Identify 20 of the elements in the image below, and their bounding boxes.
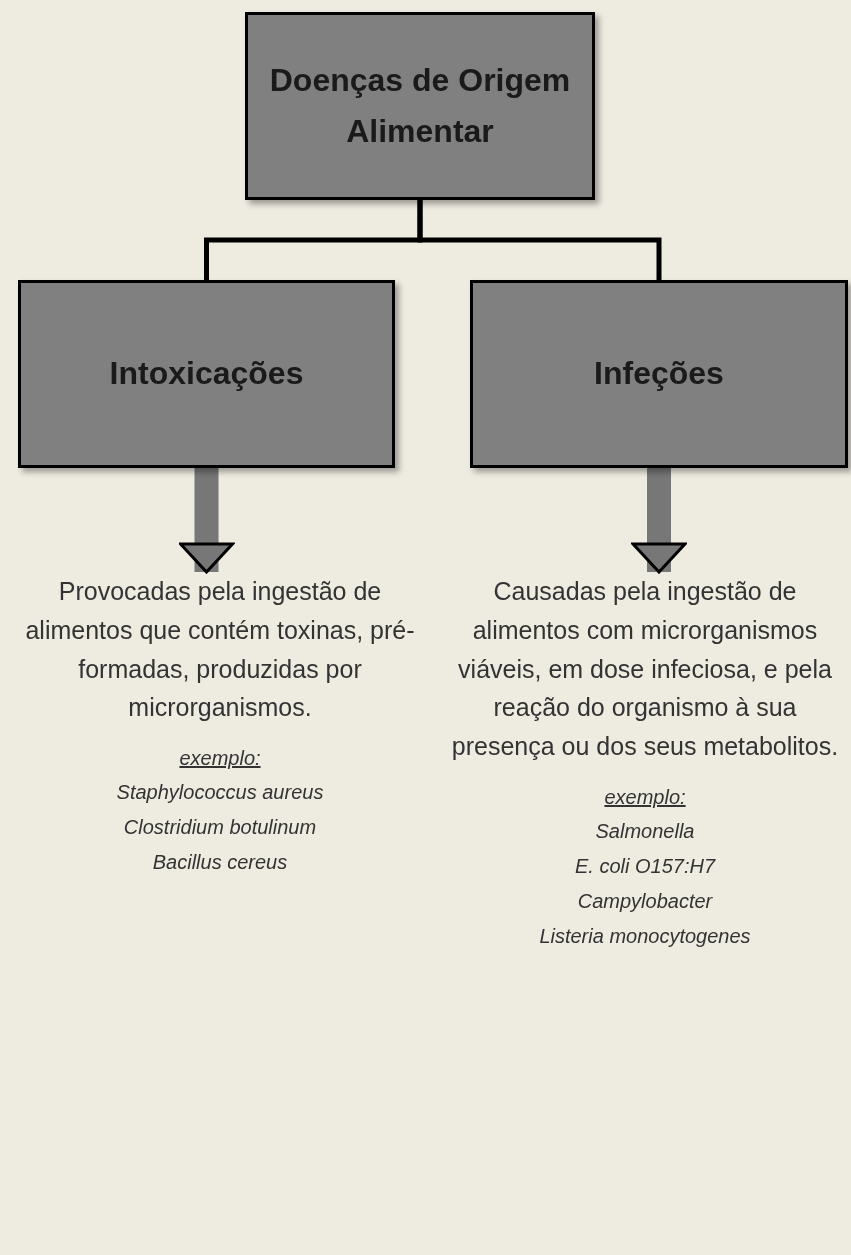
- box-title: Doenças de Origem Alimentar: [268, 60, 572, 151]
- example-organism: Clostridium botulinum: [122, 815, 318, 840]
- example-organism: Campylobacter: [576, 888, 714, 914]
- example-organism: E. coli O157:H7: [573, 853, 717, 879]
- example-organism: Staphylococcus aureus: [115, 780, 325, 805]
- description-text: Causadas pela ingestão de alimentos com microrganismos viáveis, em dose infeciosa, e pela reação do organismo à sua presença ou dos seus metabolitos.: [450, 576, 840, 762]
- example-organism: Salmonella: [594, 818, 696, 844]
- process-box: [470, 280, 848, 468]
- process-box: [245, 12, 595, 200]
- example-organism: Listeria monocytogenes: [538, 923, 752, 949]
- process-box: [18, 280, 395, 468]
- box-title: Intoxicações: [109, 354, 304, 394]
- block-arrow: [179, 468, 234, 574]
- block-arrow: [631, 468, 687, 574]
- example-heading: exemplo:: [179, 746, 261, 771]
- example-organism: Bacillus cereus: [151, 850, 289, 875]
- description-text: Provocadas pela ingestão de alimentos que contém toxinas, pré-formadas, produzidas por microrganismos.: [25, 576, 415, 724]
- example-heading: exemplo:: [604, 784, 686, 810]
- connector-line: [417, 200, 662, 280]
- box-title: Infeções: [594, 354, 724, 394]
